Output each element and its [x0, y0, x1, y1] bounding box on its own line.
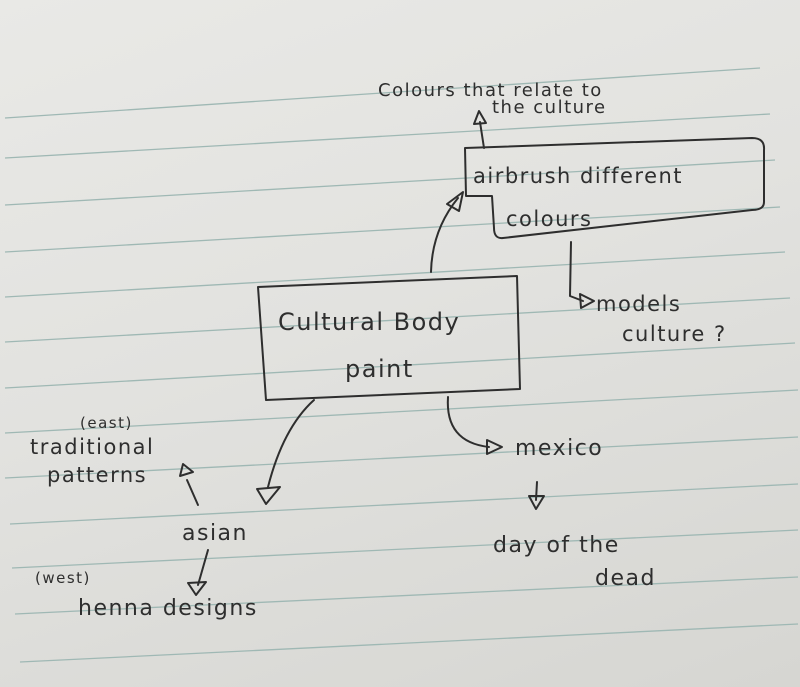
- center-node: Cultural Body paint: [257, 275, 521, 401]
- airbrush-node-box: [464, 137, 766, 240]
- arrowhead-mexico-icon: [486, 439, 503, 455]
- rule-line: [9, 483, 799, 525]
- models-note-line1: models: [596, 292, 681, 316]
- rule-line: [4, 297, 791, 343]
- rule-line: [11, 529, 799, 569]
- rule-line: [4, 67, 761, 119]
- west-note: (west) henna designs: [35, 569, 258, 621]
- connectors: [179, 110, 595, 596]
- arrow-airbrush-to-models: [569, 241, 584, 302]
- rule-line: [4, 389, 799, 434]
- rule-line: [14, 576, 799, 615]
- colour-note-line2: the culture: [492, 97, 607, 118]
- arrow-mexico-to-dotd: [535, 481, 538, 501]
- rule-line: [4, 342, 796, 389]
- dotd-note-line1: day of the: [493, 533, 620, 558]
- arrow-asian-to-henna: [197, 549, 209, 586]
- colour-note: Colours that relate to the culture: [378, 80, 607, 118]
- west-note-tag: (west): [35, 569, 91, 587]
- center-node-box: [257, 275, 521, 401]
- airbrush-node-line2: colours: [506, 207, 592, 231]
- center-node-line2: paint: [345, 355, 414, 383]
- arrow-asian-to-patterns: [186, 479, 199, 506]
- east-note-line1: traditional: [30, 435, 154, 459]
- west-note-line1: henna designs: [78, 596, 258, 621]
- airbrush-node-line1: airbrush different: [473, 164, 683, 188]
- arrow-center-to-mexico: [446, 396, 490, 448]
- arrowhead-airbrush-icon: [446, 191, 464, 212]
- dotd-note: day of the dead: [493, 533, 656, 591]
- models-note: models culture ?: [596, 292, 727, 346]
- dotd-note-line2: dead: [595, 566, 656, 591]
- mexico-label: mexico: [515, 436, 603, 461]
- arrowhead-henna-icon: [187, 581, 207, 596]
- arrow-center-to-asian: [267, 399, 315, 488]
- arrowhead-models-icon: [579, 293, 595, 309]
- center-node-line1: Cultural Body: [278, 308, 460, 336]
- ruled-lines: [4, 67, 799, 663]
- east-note-tag: (east): [80, 414, 133, 432]
- arrowhead-dotd-icon: [528, 495, 545, 510]
- rule-line: [4, 113, 771, 159]
- arrow-center-to-airbrush: [430, 197, 459, 273]
- rule-line: [4, 159, 776, 206]
- colour-note-line1: Colours that relate to: [378, 80, 603, 101]
- arrow-airbrush-to-colours: [479, 121, 485, 149]
- east-note-line2: patterns: [47, 463, 147, 487]
- arrowhead-colours-icon: [473, 110, 487, 125]
- rule-line: [4, 251, 786, 298]
- rule-line: [4, 436, 799, 479]
- east-note: (east) traditional patterns: [30, 414, 154, 487]
- models-note-line2: culture ?: [622, 322, 727, 346]
- arrowhead-asian-icon: [256, 486, 281, 505]
- arrowhead-patterns-icon: [179, 463, 194, 477]
- airbrush-node: airbrush different colours: [464, 137, 766, 240]
- rule-line: [4, 206, 781, 253]
- rule-line: [19, 623, 799, 663]
- asian-label: asian: [182, 521, 248, 546]
